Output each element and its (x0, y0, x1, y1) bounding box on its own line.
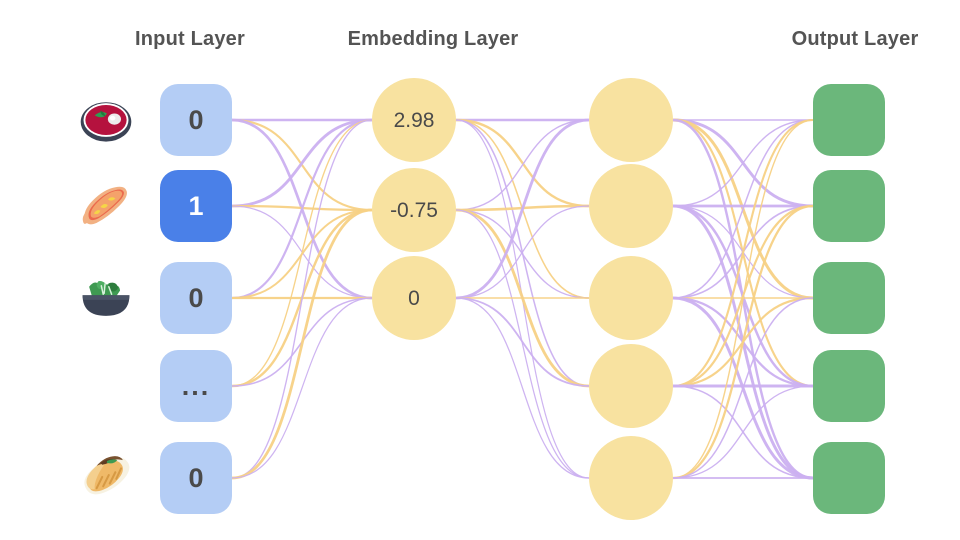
embedding-node-0[interactable]: 2.98 (372, 78, 456, 162)
embedding-node-2[interactable]: 0 (372, 256, 456, 340)
input-node-ellipsis-value: ... (181, 370, 211, 401)
embedding-layer-title: Embedding Layer (347, 28, 519, 50)
input-layer-title: Input Layer (135, 28, 245, 50)
output-node-0[interactable] (813, 84, 885, 156)
input-node-2[interactable]: 0 (160, 262, 232, 334)
steak-plate-icon (76, 90, 136, 150)
input-node-0[interactable]: 0 (160, 84, 232, 156)
embedding-node-0-value: 2.98 (393, 108, 435, 132)
hidden-node-0[interactable] (589, 78, 673, 162)
output-layer-title: Output Layer (791, 28, 919, 50)
burrito-icon (76, 446, 136, 506)
salad-bowl-icon (76, 268, 136, 328)
input-node-ellipsis[interactable]: ... (160, 350, 232, 422)
hidden-node-3[interactable] (589, 344, 673, 428)
input-node-2-value: 0 (188, 282, 204, 313)
input-node-4[interactable]: 0 (160, 442, 232, 514)
input-node-4-value: 0 (188, 462, 204, 493)
output-node-2[interactable] (813, 262, 885, 334)
input-node-0-value: 0 (188, 104, 204, 135)
input-node-1-value: 1 (188, 190, 204, 221)
output-node-1[interactable] (813, 170, 885, 242)
embedding-node-1[interactable]: -0.75 (372, 168, 456, 252)
input-node-1[interactable]: 1 (160, 170, 232, 242)
output-node-3[interactable] (813, 350, 885, 422)
hot-dog-icon (76, 176, 136, 236)
hidden-node-4[interactable] (589, 436, 673, 520)
hidden-node-1[interactable] (589, 164, 673, 248)
embedding-node-1-value: -0.75 (390, 198, 438, 222)
output-node-4[interactable] (813, 442, 885, 514)
embedding-node-2-value: 0 (408, 286, 420, 310)
hidden-node-2[interactable] (589, 256, 673, 340)
